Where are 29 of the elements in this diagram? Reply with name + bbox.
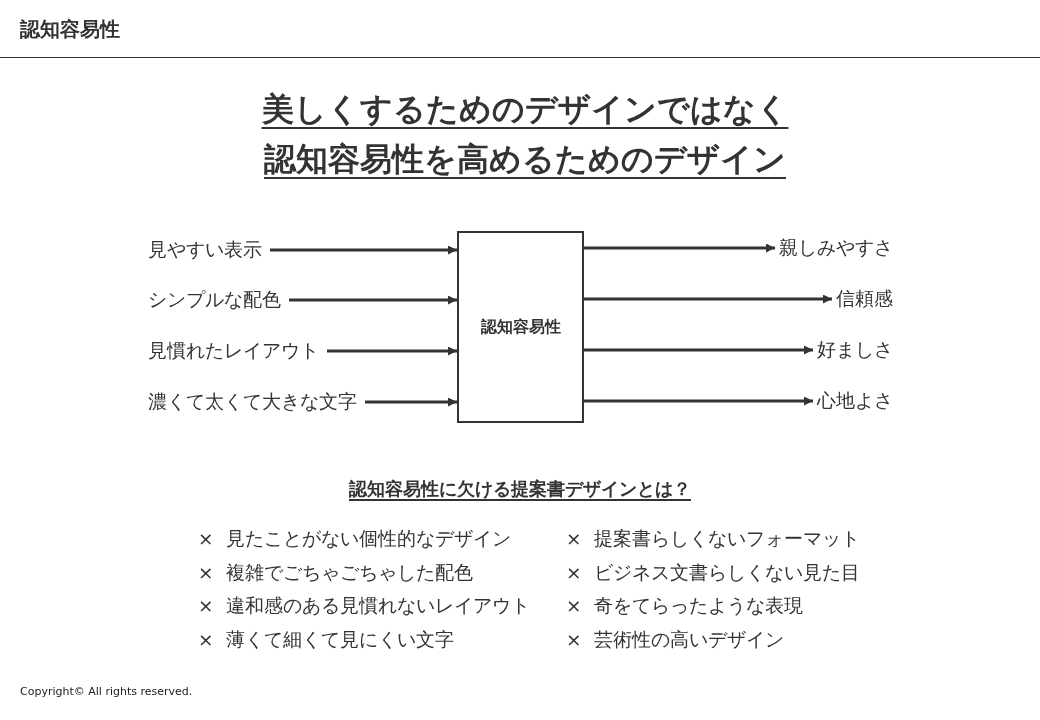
page-header: 認知容易性 <box>20 17 120 41</box>
arrow <box>584 294 832 304</box>
arrow <box>270 245 457 255</box>
effect-label: 親しみやすさ <box>775 236 893 260</box>
arrow <box>289 295 457 305</box>
arrow <box>584 243 775 253</box>
process-box: 認知容易性 <box>457 231 584 423</box>
factor-label: 見やすい表示 <box>148 238 270 262</box>
factor-label: シンプルな配色 <box>148 288 289 312</box>
factor-label: 見慣れたレイアウト <box>148 339 327 363</box>
list-item: × 複雑でごちゃごちゃした配色 <box>198 561 474 585</box>
list-item: × 見たことがない個性的なデザイン <box>198 527 512 551</box>
list-item: × 芸術性の高いデザイン <box>566 628 785 652</box>
arrow <box>584 396 813 406</box>
list-item: × 提案書らしくないフォーマット <box>566 527 861 551</box>
list-item: × 違和感のある見慣れないレイアウト <box>198 594 531 618</box>
effect-label: 好ましさ <box>813 338 893 362</box>
arrow <box>365 397 457 407</box>
list-item: × 薄くて細くて見にくい文字 <box>198 628 455 652</box>
main-heading: 美しくするためのデザインではなく認知容易性を高めるためのデザイン <box>260 89 790 180</box>
effect-label: 心地よさ <box>813 389 893 413</box>
list-item: × 奇をてらったような表現 <box>566 594 804 618</box>
list-item: × ビジネス文書らしくない見た目 <box>566 561 861 585</box>
effect-label: 信頼感 <box>832 287 893 311</box>
copyright-text: Copyright© All rights reserved. <box>20 685 193 699</box>
section-heading: 認知容易性に欠ける提案書デザインとは？ <box>349 478 691 500</box>
arrow <box>327 346 457 356</box>
factor-label: 濃くて太くて大きな文字 <box>148 390 365 414</box>
arrow <box>584 345 813 355</box>
